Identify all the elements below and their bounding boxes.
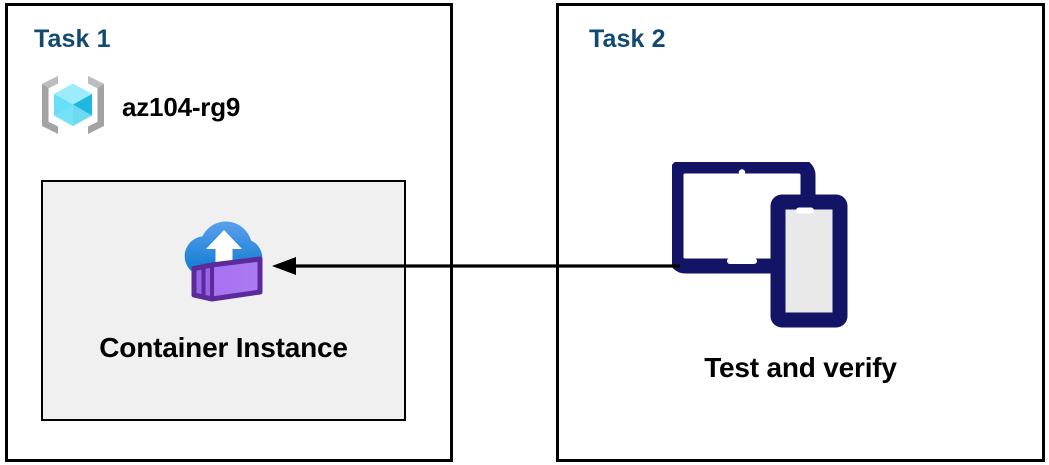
resource-group-row: az104-rg9 [36,68,240,147]
container-instance-icon-wrap [43,204,404,313]
azure-resource-group-icon [36,68,110,147]
task-1-title: Task 1 [34,25,111,53]
azure-container-instance-icon [172,204,276,313]
container-instance-box: Container Instance [41,180,406,421]
task-2-title: Task 2 [589,25,666,53]
flow-arrow [270,252,680,280]
task-1-panel: Task 1 [5,3,453,462]
task-2-panel: Task 2 [556,3,1045,462]
tablet-and-phone-icon [668,158,862,337]
test-and-verify-label: Test and verify [704,352,897,383]
resource-group-label: az104-rg9 [122,92,241,122]
container-instance-label: Container Instance [99,332,348,363]
